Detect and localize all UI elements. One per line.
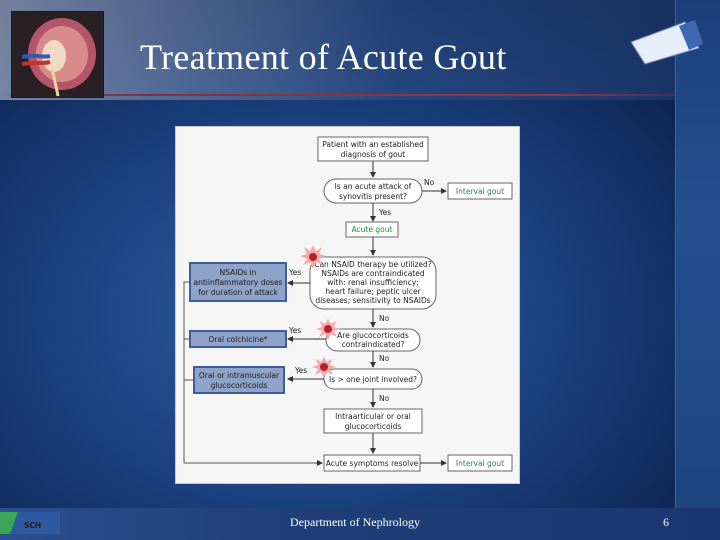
resolve-text: Acute symptoms resolve <box>326 459 419 468</box>
footer-department: Department of Nephrology <box>290 515 420 530</box>
document-icon <box>629 18 705 66</box>
oral-im-line-1: Oral or intramuscular <box>199 371 280 380</box>
interval-gout-node: Interval gout <box>448 183 512 199</box>
q-acute-line-2: synovitis present? <box>339 192 407 201</box>
oral-im-line-2: glucocorticoids <box>211 381 268 390</box>
q-joint-text: Is > one joint involved? <box>329 375 417 384</box>
acute-gout-node: Acute gout <box>346 222 398 237</box>
label-yes-2: Yes <box>288 268 301 277</box>
acute-gout-text: Acute gout <box>352 225 393 234</box>
question-acute-attack: Is an acute attack of synovitis present? <box>324 179 422 203</box>
intraart-line-1: Intraarticular or oral <box>335 412 411 421</box>
page-number: 6 <box>663 515 669 530</box>
q-nsaid-line-4: heart failure; peptic ulcer <box>325 287 421 296</box>
treatment-flowchart: Patient with an established diagnosis of… <box>175 126 520 484</box>
q-nsaid-line-3: with: renal insufficiency; <box>327 278 419 287</box>
nsaids-line-1: NSAIDs in <box>220 268 257 277</box>
q-nsaid-line-1: Can NSAID therapy be utilized? <box>314 260 432 269</box>
label-no-4: No <box>379 394 390 403</box>
label-no-3: No <box>379 354 390 363</box>
intraarticular-node: Intraarticular or oral glucocorticoids <box>324 409 422 433</box>
q-gluco-line-2: contraindicated? <box>342 340 405 349</box>
right-decorative-bar <box>675 0 720 540</box>
nsaids-line-2: antiinflammatory doses <box>194 278 283 287</box>
q-gluco-line-1: Are glucocorticoids <box>337 331 409 340</box>
colchicine-node: Oral colchicine* <box>190 331 286 347</box>
label-no-1: No <box>424 178 435 187</box>
label-no-2: No <box>379 314 390 323</box>
oral-im-node: Oral or intramuscular glucocorticoids <box>194 367 284 393</box>
interval-gout-node-2: Interval gout <box>448 455 512 471</box>
question-glucocorticoids: Are glucocorticoids contraindicated? <box>326 329 420 351</box>
question-joint: Is > one joint involved? <box>324 369 422 389</box>
start-line-2: diagnosis of gout <box>341 150 406 159</box>
label-yes-4: Yes <box>294 366 307 375</box>
sch-logo-text: SCH <box>24 521 41 530</box>
label-yes-1: Yes <box>378 208 391 217</box>
flowchart-svg: Patient with an established diagnosis of… <box>176 127 519 483</box>
intraart-line-2: glucocorticoids <box>345 422 402 431</box>
nsaids-node: NSAIDs in antiinflammatory doses for dur… <box>190 263 286 301</box>
nsaids-line-3: for duration of attack <box>198 288 278 297</box>
label-yes-3: Yes <box>288 326 301 335</box>
slide-title: Treatment of Acute Gout <box>140 36 507 78</box>
colchicine-text: Oral colchicine* <box>208 335 267 344</box>
resolve-node: Acute symptoms resolve <box>324 455 420 471</box>
start-node: Patient with an established diagnosis of… <box>318 137 428 161</box>
q-acute-line-1: Is an acute attack of <box>335 182 412 191</box>
interval-gout-text: Interval gout <box>456 187 504 196</box>
q-nsaid-line-2: NSAIDs are contraindicated <box>321 269 424 278</box>
sch-logo: SCH <box>0 512 60 534</box>
start-line-1: Patient with an established <box>322 140 424 149</box>
kidney-icon <box>12 12 103 97</box>
kidney-logo-image <box>11 11 104 98</box>
q-nsaid-line-5: diseases; sensitivity to NSAIDs <box>315 296 430 305</box>
question-nsaid: Can NSAID therapy be utilized? NSAIDs ar… <box>310 257 436 309</box>
interval-gout-2-text: Interval gout <box>456 459 504 468</box>
